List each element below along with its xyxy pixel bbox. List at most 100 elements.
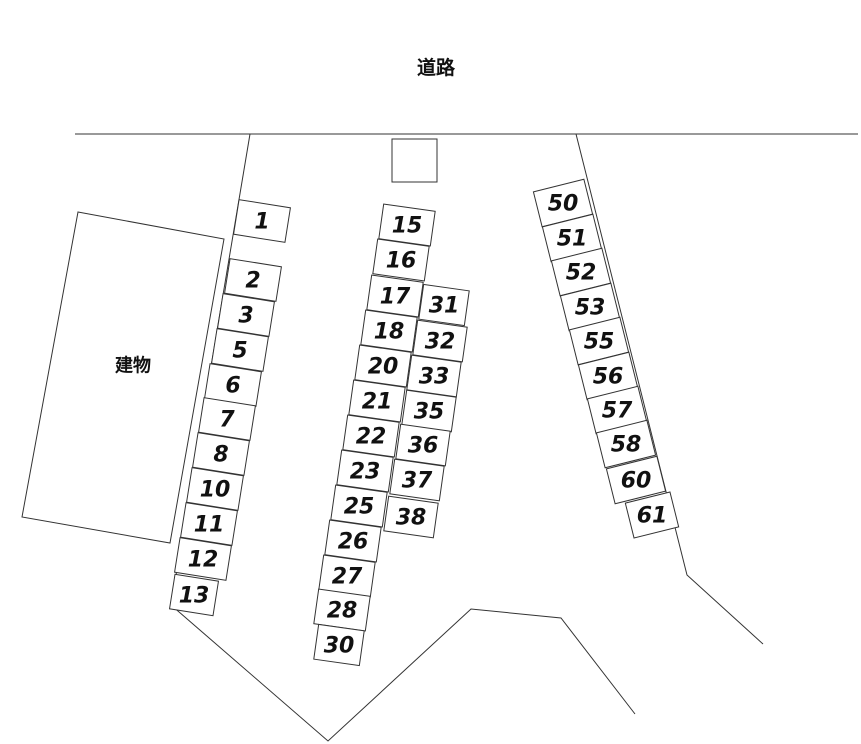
parking-space-26: 26 xyxy=(324,519,382,563)
parking-space-number: 21 xyxy=(362,390,393,415)
parking-space-number: 55 xyxy=(584,330,615,355)
parking-space-15: 15 xyxy=(378,203,436,247)
parking-space-number: 27 xyxy=(332,565,363,590)
parking-space-53: 53 xyxy=(559,282,621,332)
parking-space-number: 37 xyxy=(402,469,433,494)
parking-space-2: 2 xyxy=(224,258,282,302)
parking-space-outline xyxy=(313,623,365,667)
parking-space-28: 28 xyxy=(313,588,371,632)
parking-space-22: 22 xyxy=(342,414,400,458)
parking-space-13: 13 xyxy=(168,573,220,617)
parking-space-outline xyxy=(595,419,657,469)
parking-space-number: 13 xyxy=(179,584,210,609)
parking-space-number: 11 xyxy=(194,513,225,538)
parking-space-52: 52 xyxy=(550,247,612,297)
parking-space-number: 1 xyxy=(254,210,269,235)
building-outline xyxy=(21,211,225,544)
parking-space-number: 31 xyxy=(429,294,460,319)
parking-space-number: 16 xyxy=(386,249,417,274)
parking-space-number: 57 xyxy=(602,399,633,424)
parking-space-25: 25 xyxy=(330,484,388,528)
building-label: 建物 xyxy=(115,355,151,377)
parking-space-10: 10 xyxy=(186,467,244,511)
parking-space-outline xyxy=(418,283,470,327)
parking-space-37: 37 xyxy=(389,458,445,502)
parking-space-23: 23 xyxy=(336,449,394,493)
building: 建物 xyxy=(21,211,225,544)
parking-space-number: 23 xyxy=(350,460,381,485)
parking-space-18: 18 xyxy=(360,309,418,353)
parking-space-number: 30 xyxy=(324,634,355,659)
parking-space-number: 52 xyxy=(566,261,597,286)
parking-space-number: 51 xyxy=(557,227,588,252)
lot-right-boundary xyxy=(575,133,764,645)
parking-space-number: 12 xyxy=(188,548,219,573)
parking-space-17: 17 xyxy=(366,274,424,318)
parking-space-outline xyxy=(186,467,244,511)
parking-space-7: 7 xyxy=(198,397,256,441)
parking-space-36: 36 xyxy=(395,423,451,467)
parking-space-number: 26 xyxy=(338,530,369,555)
parking-space-number: 20 xyxy=(368,355,399,380)
road-label: 道路 xyxy=(417,56,456,79)
parking-space-number: 56 xyxy=(593,365,624,390)
parking-space-11: 11 xyxy=(180,502,238,546)
parking-space-number: 33 xyxy=(419,365,450,390)
parking-space-number: 32 xyxy=(425,330,456,355)
parking-space-16: 16 xyxy=(372,238,430,282)
parking-space-50: 50 xyxy=(532,178,594,228)
parking-space-6: 6 xyxy=(204,363,262,407)
parking-space-number: 36 xyxy=(408,434,439,459)
parking-space-51: 51 xyxy=(541,213,603,263)
parking-space-1: 1 xyxy=(233,199,291,243)
parking-space-32: 32 xyxy=(412,319,468,363)
parking-space-outline xyxy=(372,238,430,282)
parking-space-outline xyxy=(605,455,667,505)
parking-space-31: 31 xyxy=(418,283,470,327)
parking-space-outline xyxy=(224,258,282,302)
parking-space-number: 2 xyxy=(245,269,260,294)
parking-space-outline xyxy=(168,573,220,617)
parking-space-number: 5 xyxy=(232,339,247,364)
parking-space-number: 17 xyxy=(380,285,411,310)
parking-space-60: 60 xyxy=(605,455,667,505)
parking-space-number: 25 xyxy=(344,495,375,520)
parking-space-number: 22 xyxy=(356,425,387,450)
parking-space-number: 35 xyxy=(414,400,445,425)
parking-space-30: 30 xyxy=(313,623,365,667)
parking-space-27: 27 xyxy=(318,554,376,598)
parking-space-number: 8 xyxy=(213,443,228,468)
parking-space-outline xyxy=(233,199,291,243)
parking-space-61: 61 xyxy=(624,491,680,539)
parking-space-number: 50 xyxy=(548,192,579,217)
parking-space-56: 56 xyxy=(577,351,639,401)
parking-space-outline xyxy=(389,458,445,502)
parking-space-outline xyxy=(624,491,680,539)
small-square-structure xyxy=(391,138,438,183)
parking-space-5: 5 xyxy=(211,328,269,372)
parking-space-outline xyxy=(211,328,269,372)
parking-space-number: 15 xyxy=(392,214,423,239)
parking-space-number: 28 xyxy=(327,599,358,624)
parking-space-57: 57 xyxy=(586,385,648,435)
parking-space-outline xyxy=(217,293,275,337)
parking-space-33: 33 xyxy=(406,354,462,398)
parking-space-number: 6 xyxy=(225,374,240,399)
lot-bottom-boundary xyxy=(170,604,636,742)
parking-space-3: 3 xyxy=(217,293,275,337)
parking-space-number: 53 xyxy=(575,296,606,321)
parking-space-number: 60 xyxy=(621,469,652,494)
parking-space-58: 58 xyxy=(595,419,657,469)
parking-space-outline xyxy=(174,537,232,581)
parking-space-number: 61 xyxy=(637,504,668,529)
parking-space-8: 8 xyxy=(192,432,250,476)
parking-space-number: 38 xyxy=(396,506,427,531)
parking-space-35: 35 xyxy=(401,389,457,433)
parking-space-outline xyxy=(198,397,256,441)
parking-space-20: 20 xyxy=(354,344,412,388)
parking-space-number: 10 xyxy=(200,478,231,503)
parking-space-outline xyxy=(383,495,439,539)
parking-space-21: 21 xyxy=(348,379,406,423)
parking-space-number: 7 xyxy=(219,408,235,433)
parking-space-outline xyxy=(180,502,238,546)
